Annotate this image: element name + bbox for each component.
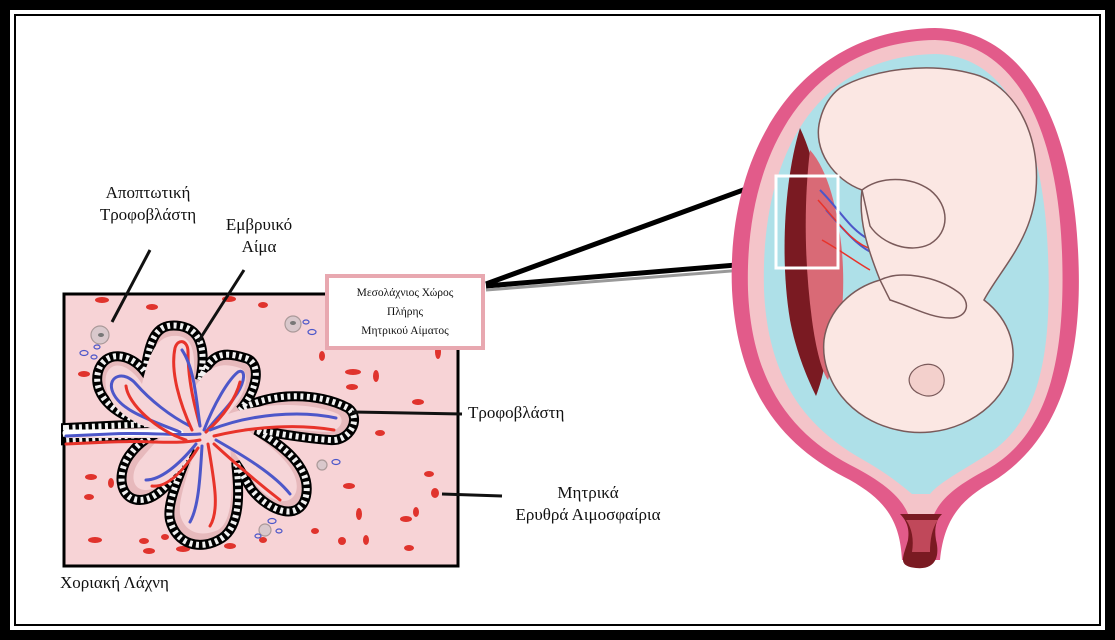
apoptotic-trophoblast-label: Αποπτωτική Τροφοβλάστη [78, 182, 218, 226]
maternal-rbc-line-1: Μητρικά [488, 482, 688, 504]
fetal-blood-label: Εμβρυικό Αίμα [204, 214, 314, 258]
apoptotic-trophoblast-line-2: Τροφοβλάστη [78, 204, 218, 226]
intervillous-space-line-3: Μητρικού Αίματος [329, 322, 481, 341]
maternal-rbc-line-2: Ερυθρά Αιμοσφαίρια [488, 504, 688, 526]
fetal-blood-line-2: Αίμα [204, 236, 314, 258]
fetal-blood-line-1: Εμβρυικό [204, 214, 314, 236]
chorionic-villus-label: Χοριακή Λάχνη [60, 572, 210, 594]
apoptotic-trophoblast-line-1: Αποπτωτική [78, 182, 218, 204]
maternal-rbc-label: Μητρικά Ερυθρά Αιμοσφαίρια [488, 482, 688, 526]
trophoblast-label: Τροφοβλάστη [468, 402, 608, 424]
intervillous-space-line-2: Πλήρης [329, 303, 481, 322]
intervillous-space-label: Μεσολάχνιος Χώρος Πλήρης Μητρικού Αίματο… [329, 284, 481, 341]
uterus-illustration [732, 28, 1079, 568]
intervillous-space-line-1: Μεσολάχνιος Χώρος [329, 284, 481, 303]
intervillous-space-callout: Μεσολάχνιος Χώρος Πλήρης Μητρικού Αίματο… [325, 274, 485, 350]
